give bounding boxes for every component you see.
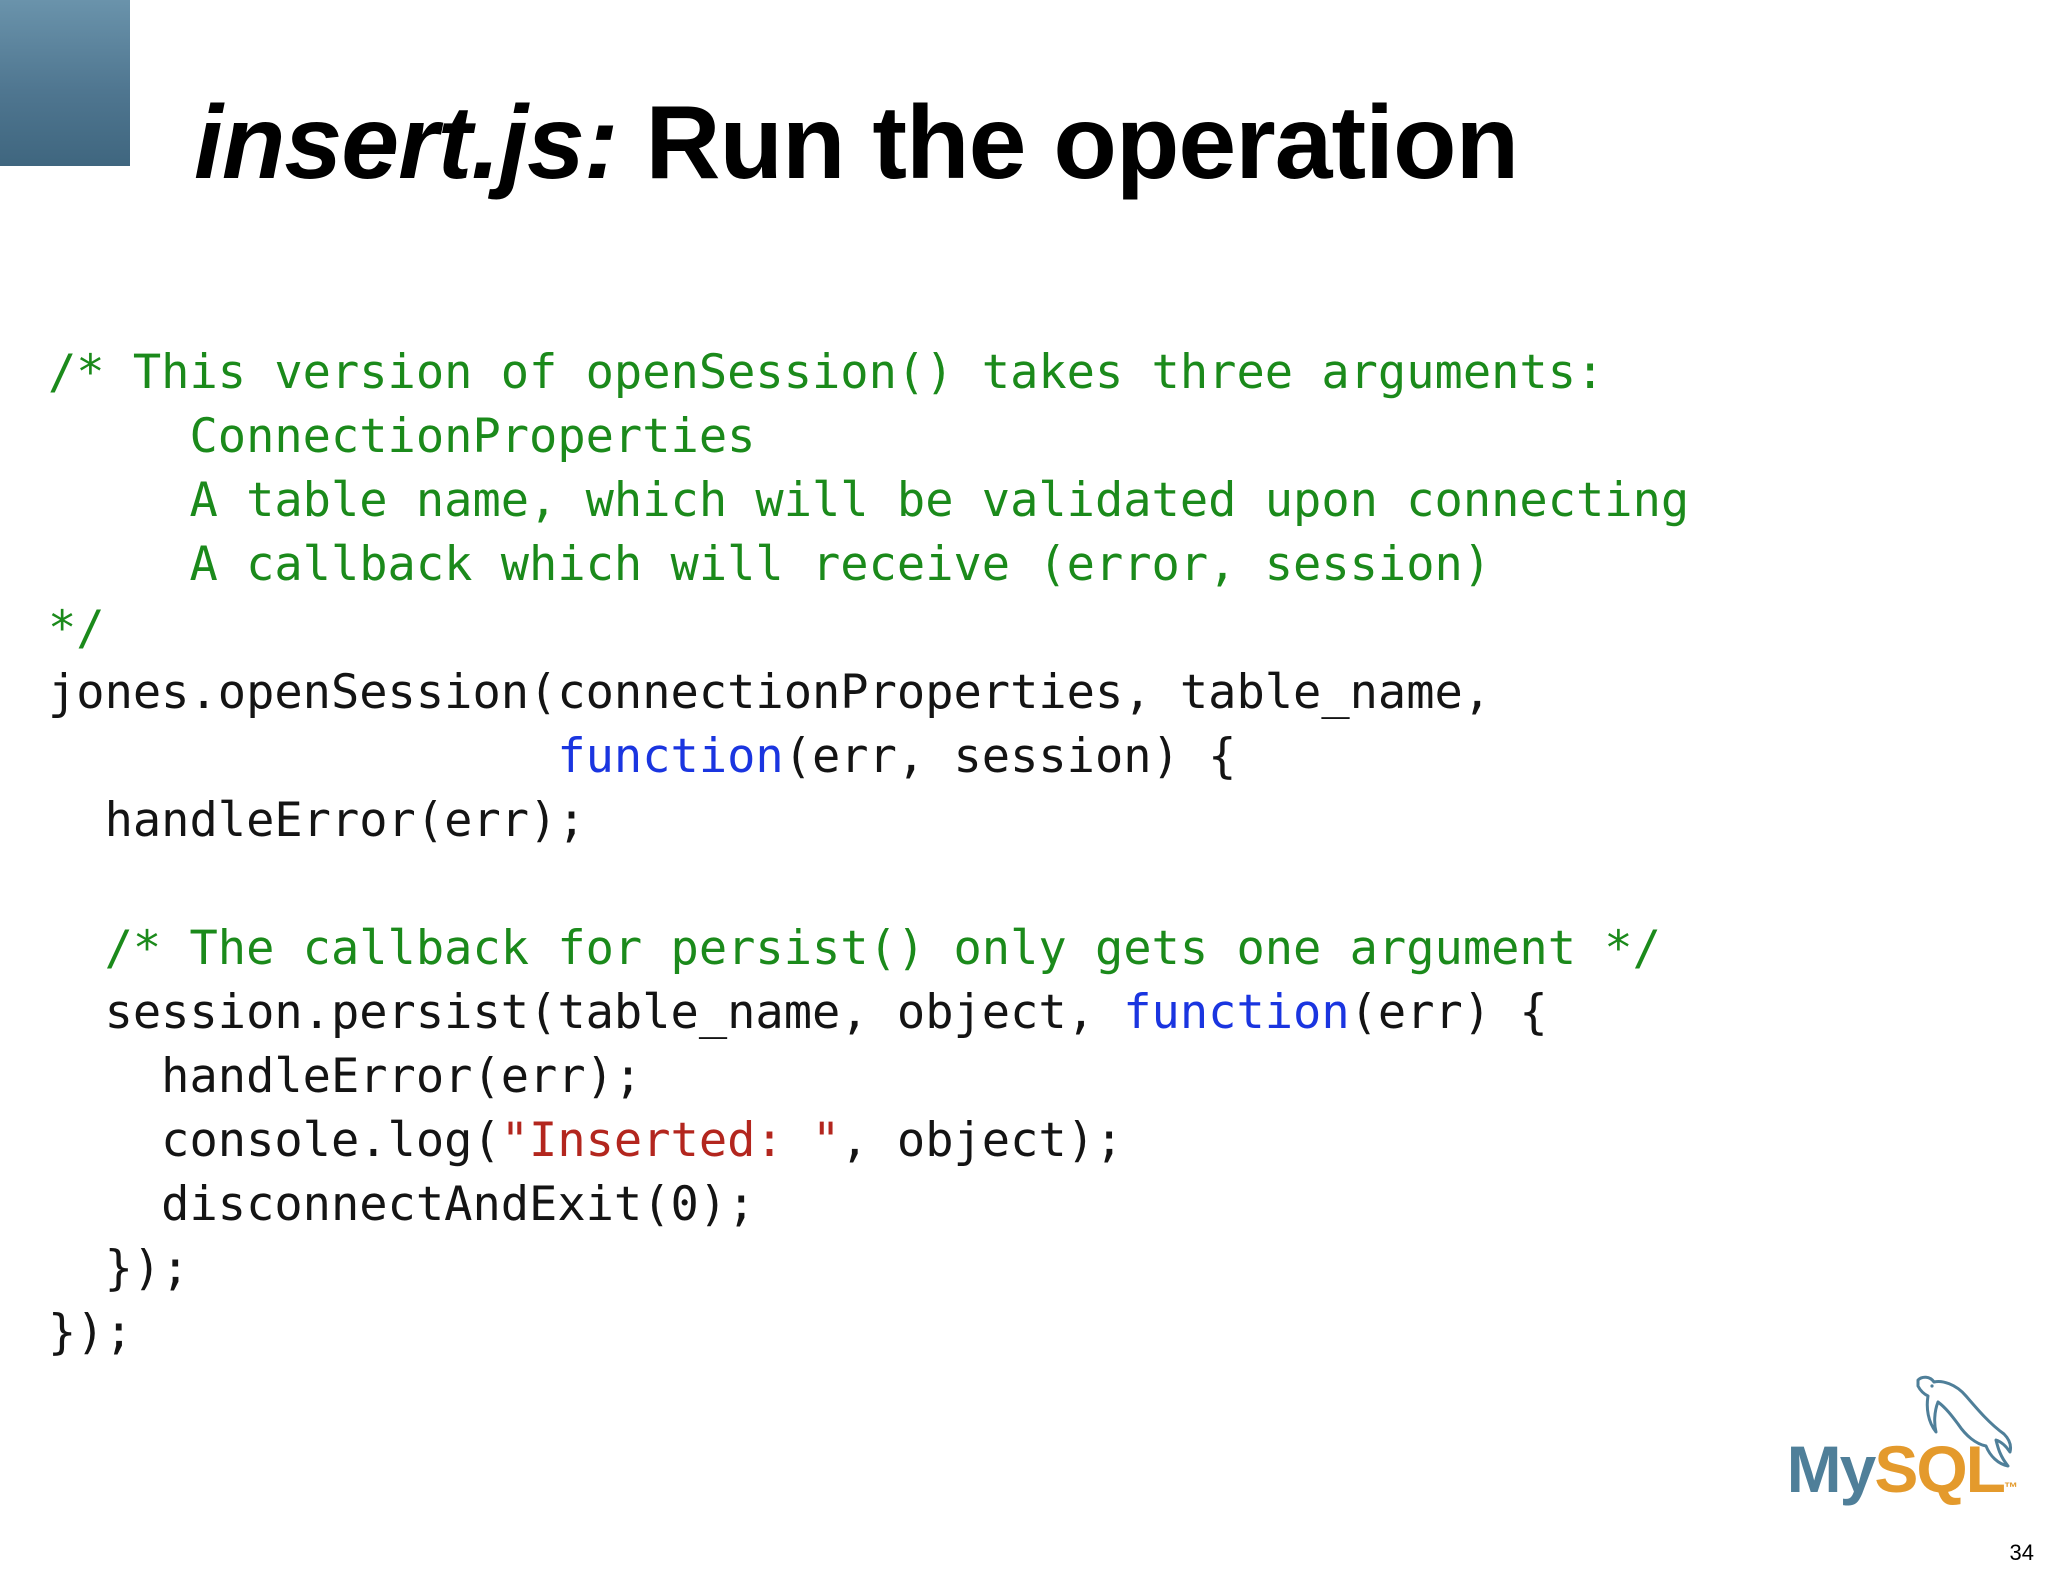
code-token-keyword: function (557, 729, 784, 784)
code-token-plain: jones.openSession(connectionProperties, … (48, 665, 1492, 720)
code-token-plain: handleError(err); (48, 793, 586, 848)
code-line: }); (48, 1237, 1689, 1301)
code-line: jones.openSession(connectionProperties, … (48, 661, 1689, 725)
code-token-plain: disconnectAndExit(0); (48, 1177, 756, 1232)
code-token-plain: }); (48, 1241, 190, 1296)
code-line: A table name, which will be validated up… (48, 469, 1689, 533)
code-line: }); (48, 1301, 1689, 1365)
code-line: function(err, session) { (48, 725, 1689, 789)
code-token-comment: /* The callback for persist() only gets … (48, 921, 1661, 976)
code-line: A callback which will receive (error, se… (48, 533, 1689, 597)
code-line: session.persist(table_name, object, func… (48, 981, 1689, 1045)
slide-title-text: Run the operation (617, 85, 1519, 201)
dolphin-icon (1916, 1375, 2012, 1468)
code-line: handleError(err); (48, 789, 1689, 853)
page-number: 34 (2009, 1540, 2034, 1565)
code-token-string: "Inserted: " (500, 1113, 841, 1168)
code-token-comment: A table name, which will be validated up… (48, 473, 1690, 528)
mysql-logo: MySQL™ (1787, 1372, 2036, 1532)
code-token-keyword: function (1123, 985, 1350, 1040)
code-token-plain: }); (48, 1305, 133, 1360)
code-token-comment: /* This version of openSession() takes t… (48, 345, 1605, 400)
slide-title: insert.js: Run the operation (194, 78, 1519, 208)
code-token-plain: handleError(err); (48, 1049, 643, 1104)
code-line (48, 853, 1689, 917)
mysql-wordmark: MySQL™ (1786, 1432, 2018, 1506)
code-token-comment: */ (48, 601, 105, 656)
code-line: */ (48, 597, 1689, 661)
corner-accent-block (0, 0, 130, 166)
code-token-plain: (err) { (1349, 985, 1548, 1040)
code-line: ConnectionProperties (48, 405, 1689, 469)
code-token-plain (48, 729, 557, 784)
slide-title-filename: insert.js: (194, 85, 618, 201)
code-token-plain: console.log( (48, 1113, 501, 1168)
code-token-comment: A callback which will receive (error, se… (48, 537, 1492, 592)
code-line: /* This version of openSession() takes t… (48, 341, 1689, 405)
code-block: /* This version of openSession() takes t… (48, 341, 1689, 1365)
code-token-plain: (err, session) { (783, 729, 1237, 784)
code-token-plain: , object); (840, 1113, 1124, 1168)
code-line: console.log("Inserted: ", object); (48, 1109, 1689, 1173)
code-line: disconnectAndExit(0); (48, 1173, 1689, 1237)
code-token-plain: session.persist(table_name, object, (48, 985, 1124, 1040)
code-line: handleError(err); (48, 1045, 1689, 1109)
code-token-comment: ConnectionProperties (48, 409, 756, 464)
code-line: /* The callback for persist() only gets … (48, 917, 1689, 981)
